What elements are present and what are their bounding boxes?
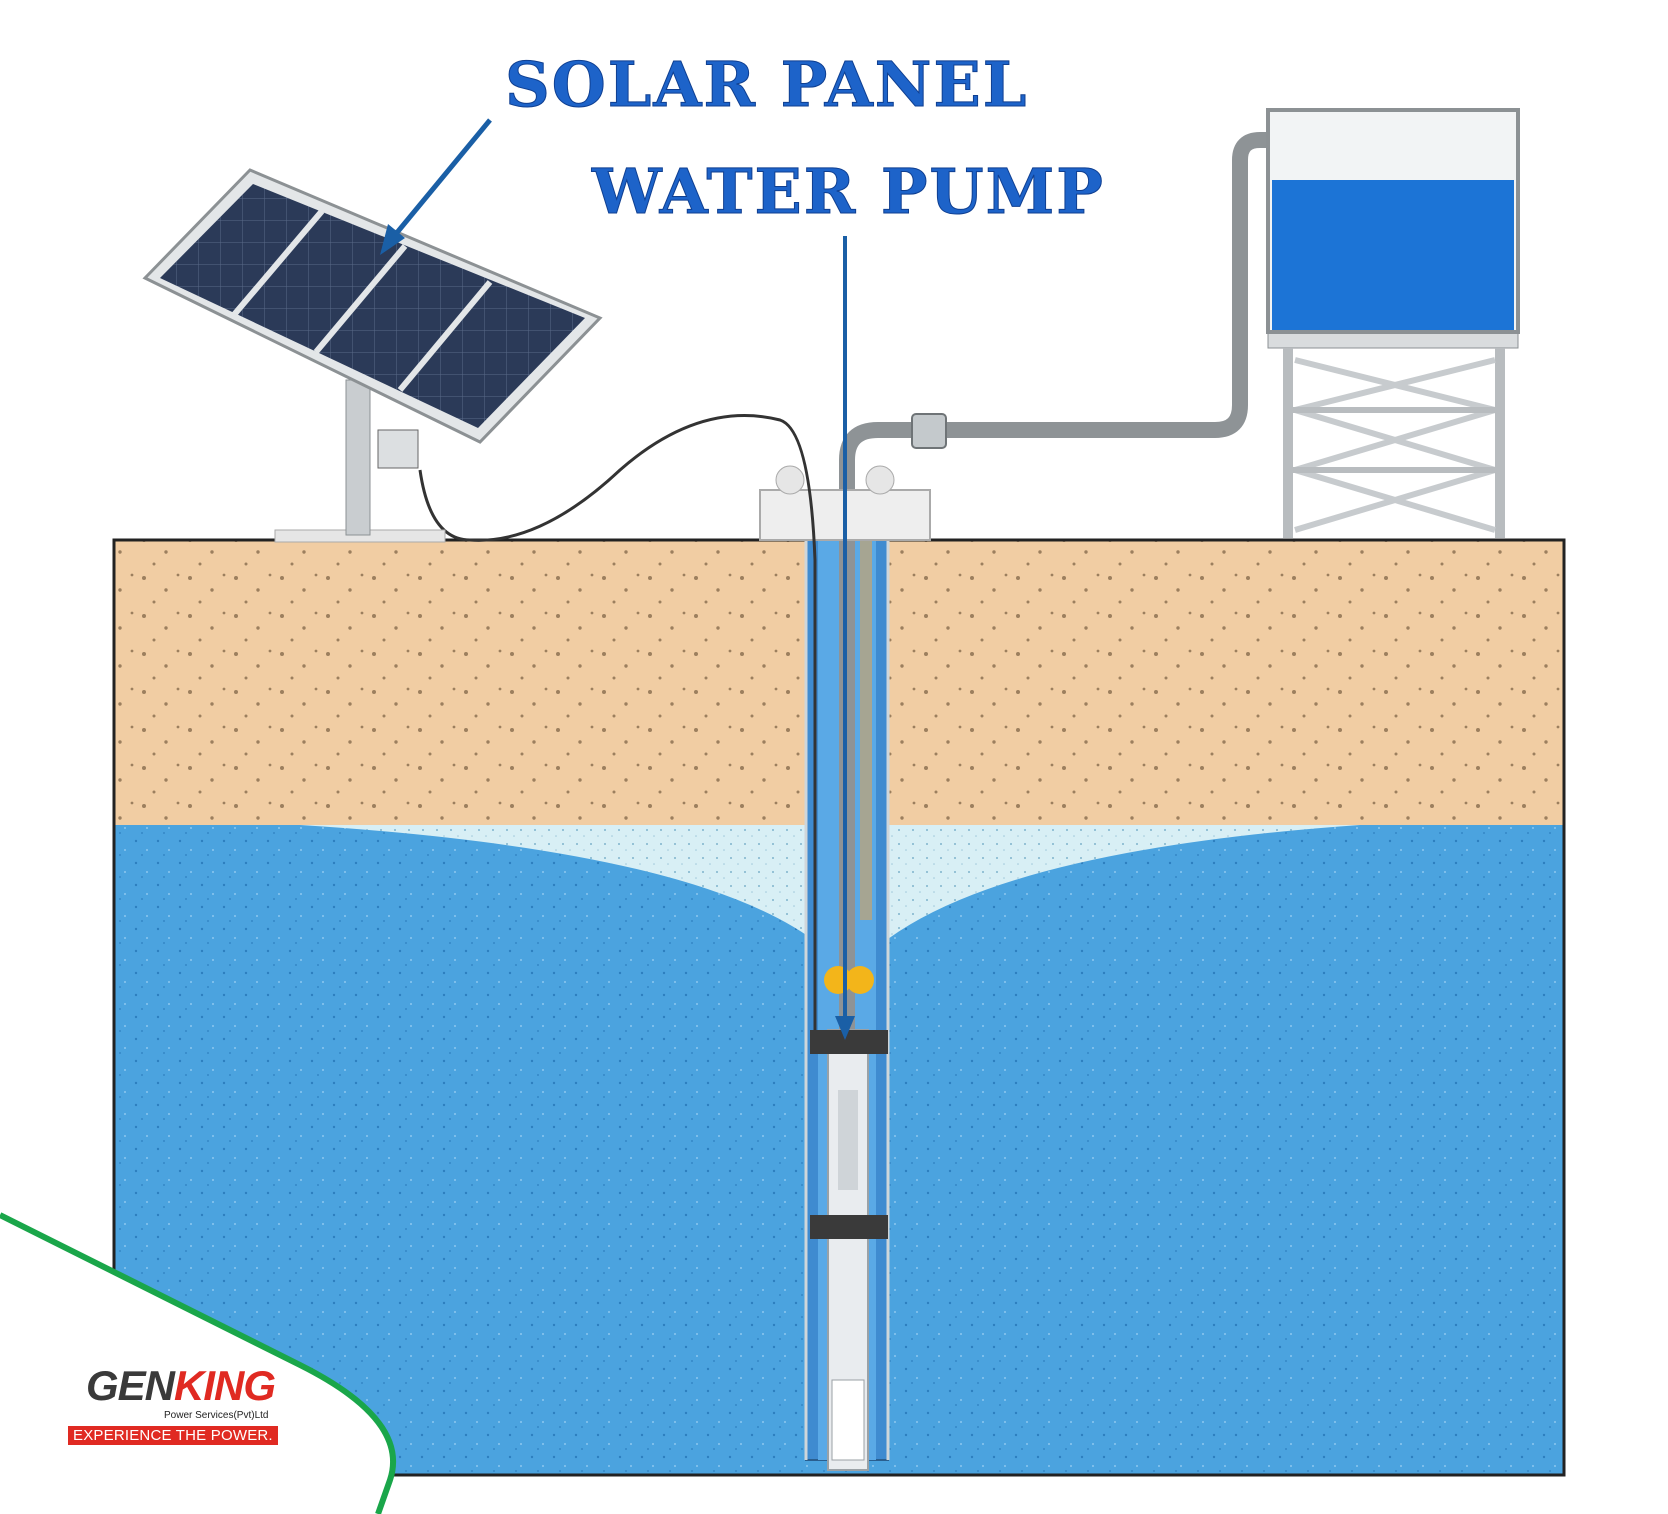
- logo-gen: GEN: [86, 1362, 175, 1409]
- logo-king: KING: [174, 1362, 276, 1409]
- label-solar-panel: SOLAR PANEL: [504, 48, 1029, 122]
- pipe-coupling: [911, 413, 947, 449]
- logo-tagline: EXPERIENCE THE POWER.: [68, 1426, 278, 1445]
- solar-panel-icon: [142, 168, 603, 543]
- power-cable: [418, 414, 817, 1030]
- label-water-pump: WATER PUMP: [592, 155, 1105, 229]
- label-arrows: [380, 118, 855, 1040]
- logo-wordmark: GENKING: [86, 1362, 276, 1410]
- water-tank-icon: [1266, 108, 1520, 538]
- logo-subtitle: Power Services(Pvt)Ltd: [164, 1410, 269, 1421]
- riser-pipe: [839, 132, 1292, 1030]
- brand-logo: GENKING Power Services(Pvt)Ltd EXPERIENC…: [58, 1360, 288, 1450]
